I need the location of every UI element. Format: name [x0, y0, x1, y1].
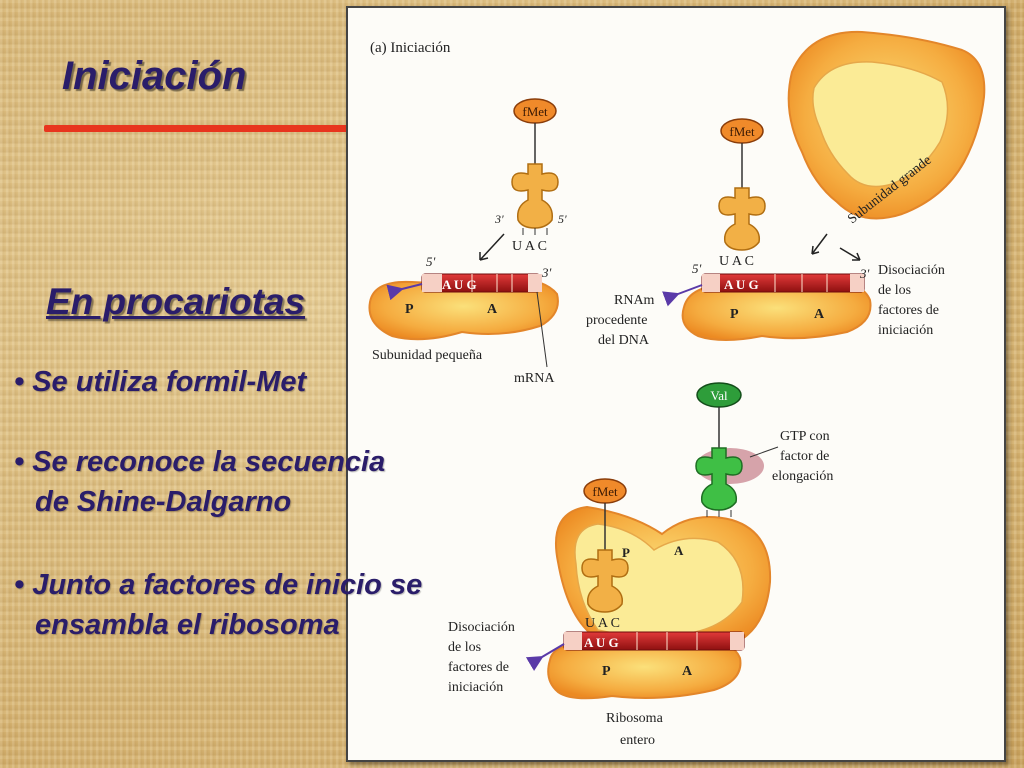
- svg-text:U A C: U A C: [719, 254, 754, 269]
- section-heading: En procariotas: [46, 281, 306, 322]
- svg-text:Disociación: Disociación: [448, 620, 515, 635]
- svg-text:P: P: [730, 307, 739, 322]
- large-subunit: Subunidad grande: [787, 30, 986, 227]
- whole-ribosome: A U G P A P A fMet U A C: [525, 478, 772, 700]
- svg-text:5': 5': [692, 261, 702, 276]
- svg-text:A U G: A U G: [584, 635, 619, 650]
- title-underline-bar: [44, 125, 350, 132]
- gtp-factor-label: GTP con factor de elongación: [772, 429, 833, 484]
- ribosome-label: Ribosoma entero: [606, 711, 664, 748]
- stage-2-complex: A U G 5' 3' P A fMet U A C: [662, 118, 872, 341]
- mrna-label: mRNA: [514, 371, 555, 386]
- svg-text:entero: entero: [620, 733, 655, 748]
- panel-label: (a) Iniciación: [370, 40, 451, 56]
- svg-text:Val: Val: [710, 388, 728, 403]
- svg-text:elongación: elongación: [772, 469, 833, 484]
- svg-text:A: A: [674, 543, 684, 558]
- bullet-ribosome-assembly: • Junto a factores de inicio se ensambla…: [14, 569, 423, 641]
- svg-text:P: P: [602, 664, 611, 679]
- svg-text:RNAm: RNAm: [614, 293, 655, 308]
- svg-text:iniciación: iniciación: [878, 323, 933, 338]
- p-site-label: P: [405, 302, 414, 317]
- svg-text:U A C: U A C: [585, 616, 620, 631]
- svg-text:A: A: [682, 664, 693, 679]
- trna-fmet-1: fMet U A C 3' 5': [479, 98, 567, 261]
- trna-body: [511, 163, 559, 229]
- svg-text:A U G: A U G: [724, 277, 759, 292]
- svg-text:GTP con: GTP con: [780, 429, 830, 444]
- svg-text:5': 5': [558, 212, 567, 226]
- svg-text:A: A: [814, 307, 825, 322]
- bullet-formil-met: • Se utiliza formil-Met: [14, 366, 307, 398]
- dissociation-label-bottom: Disociación de los factores de iniciació…: [448, 620, 515, 695]
- svg-text:fMet: fMet: [592, 484, 618, 499]
- three-prime-label: 3': [541, 265, 552, 280]
- svg-text:Ribosoma: Ribosoma: [606, 711, 664, 726]
- a-site-label: A: [487, 302, 498, 317]
- svg-text:del DNA: del DNA: [598, 333, 650, 348]
- svg-text:procedente: procedente: [586, 313, 647, 328]
- stage-1-small-subunit: A U G 5' 3' P A Subunidad pequeña mRNA: [368, 254, 559, 386]
- svg-text:fMet: fMet: [522, 104, 548, 119]
- svg-text:fMet: fMet: [729, 124, 755, 139]
- svg-text:factor de: factor de: [780, 449, 829, 464]
- trna-val: Val: [695, 382, 779, 517]
- slide-title: Iniciación: [62, 54, 247, 98]
- five-prime-label: 5': [426, 254, 436, 269]
- svg-text:factores de: factores de: [878, 303, 939, 318]
- svg-text:3': 3': [494, 212, 504, 226]
- svg-text:3': 3': [859, 266, 870, 281]
- bullet-shine-dalgarno: • Se reconoce la secuencia de Shine-Dalg…: [14, 446, 386, 518]
- small-subunit-label: Subunidad pequeña: [372, 348, 483, 363]
- codon-aug: A U G: [442, 277, 477, 292]
- anticodon-uac: U A C: [512, 239, 547, 254]
- mrna-from-dna-label: RNAm procedente del DNA: [586, 293, 655, 348]
- svg-text:iniciación: iniciación: [448, 680, 503, 695]
- svg-text:factores de: factores de: [448, 660, 509, 675]
- svg-text:Disociación: Disociación: [878, 263, 945, 278]
- svg-text:de los: de los: [878, 283, 911, 298]
- svg-text:P: P: [622, 545, 630, 560]
- dissociation-label-top: Disociación de los factores de iniciació…: [878, 263, 945, 338]
- svg-text:de los: de los: [448, 640, 481, 655]
- translation-initiation-figure: (a) Iniciación A U G 5' 3' P A Subunidad…: [346, 6, 1006, 762]
